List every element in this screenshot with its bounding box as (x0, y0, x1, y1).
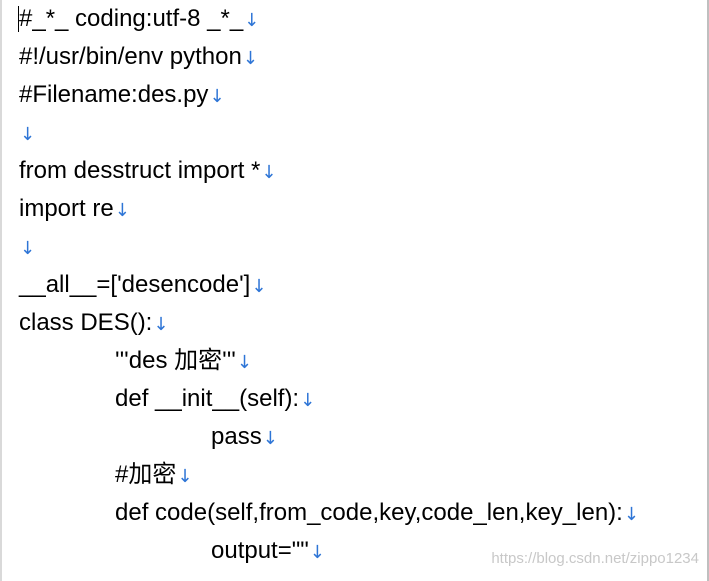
code-line-14[interactable]: def code(self,from_code,key,code_len,key… (115, 494, 639, 532)
code-line-6[interactable]: import re↓ (19, 190, 130, 228)
paragraph-mark-icon: ↓ (261, 162, 277, 183)
page-left-border (0, 0, 2, 581)
code-line-12[interactable]: pass↓ (211, 418, 278, 456)
code-line-text: pass (211, 423, 262, 450)
code-line-text: class DES(): (19, 309, 153, 336)
paragraph-mark-icon: ↓ (242, 48, 258, 69)
paragraph-mark-icon: ↓ (262, 428, 278, 449)
paragraph-mark-icon: ↓ (153, 314, 169, 335)
code-line-text: __all__=['desencode'] (19, 271, 251, 298)
code-line-3[interactable]: #Filename:des.py↓ (19, 76, 225, 114)
paragraph-mark-icon: ↓ (114, 200, 130, 221)
paragraph-mark-icon: ↓ (20, 124, 36, 145)
code-line-15[interactable]: output=""↓ (211, 532, 325, 570)
code-line-text: from desstruct import * (19, 157, 261, 184)
code-line-text: #_*_ coding:utf-8 _*_ (19, 5, 244, 32)
watermark-text: https://blog.csdn.net/zippo1234 (491, 550, 699, 567)
code-line-10[interactable]: '''des 加密'''↓ (115, 342, 252, 380)
paragraph-mark-icon: ↓ (209, 86, 225, 107)
paragraph-mark-icon: ↓ (623, 504, 639, 525)
code-line-text: #!/usr/bin/env python (19, 43, 242, 70)
code-line-text: '''des 加密''' (115, 347, 236, 374)
code-line-text: def code(self,from_code,key,code_len,key… (115, 499, 623, 526)
code-line-text: output="" (211, 537, 309, 564)
code-line-11[interactable]: def __init__(self):↓ (115, 380, 315, 418)
code-line-text: #加密 (115, 461, 177, 488)
text-cursor (18, 6, 19, 32)
paragraph-mark-icon: ↓ (20, 238, 36, 259)
code-line-text: def __init__(self): (115, 385, 300, 412)
paragraph-mark-icon: ↓ (309, 542, 325, 563)
code-line-4[interactable]: ↓ (19, 114, 35, 152)
code-line-1[interactable]: #_*_ coding:utf-8 _*_↓ (19, 0, 259, 38)
code-line-8[interactable]: __all__=['desencode']↓ (19, 266, 266, 304)
code-line-text: import re (19, 195, 114, 222)
code-line-9[interactable]: class DES():↓ (19, 304, 168, 342)
code-line-13[interactable]: #加密↓ (115, 456, 192, 494)
code-line-5[interactable]: from desstruct import *↓ (19, 152, 277, 190)
code-line-7[interactable]: ↓ (19, 228, 35, 266)
page-right-border (707, 0, 709, 581)
paragraph-mark-icon: ↓ (300, 390, 316, 411)
code-line-text: #Filename:des.py (19, 81, 209, 108)
code-line-2[interactable]: #!/usr/bin/env python↓ (19, 38, 258, 76)
paragraph-mark-icon: ↓ (236, 352, 252, 373)
paragraph-mark-icon: ↓ (244, 10, 260, 31)
paragraph-mark-icon: ↓ (177, 466, 193, 487)
paragraph-mark-icon: ↓ (251, 276, 267, 297)
